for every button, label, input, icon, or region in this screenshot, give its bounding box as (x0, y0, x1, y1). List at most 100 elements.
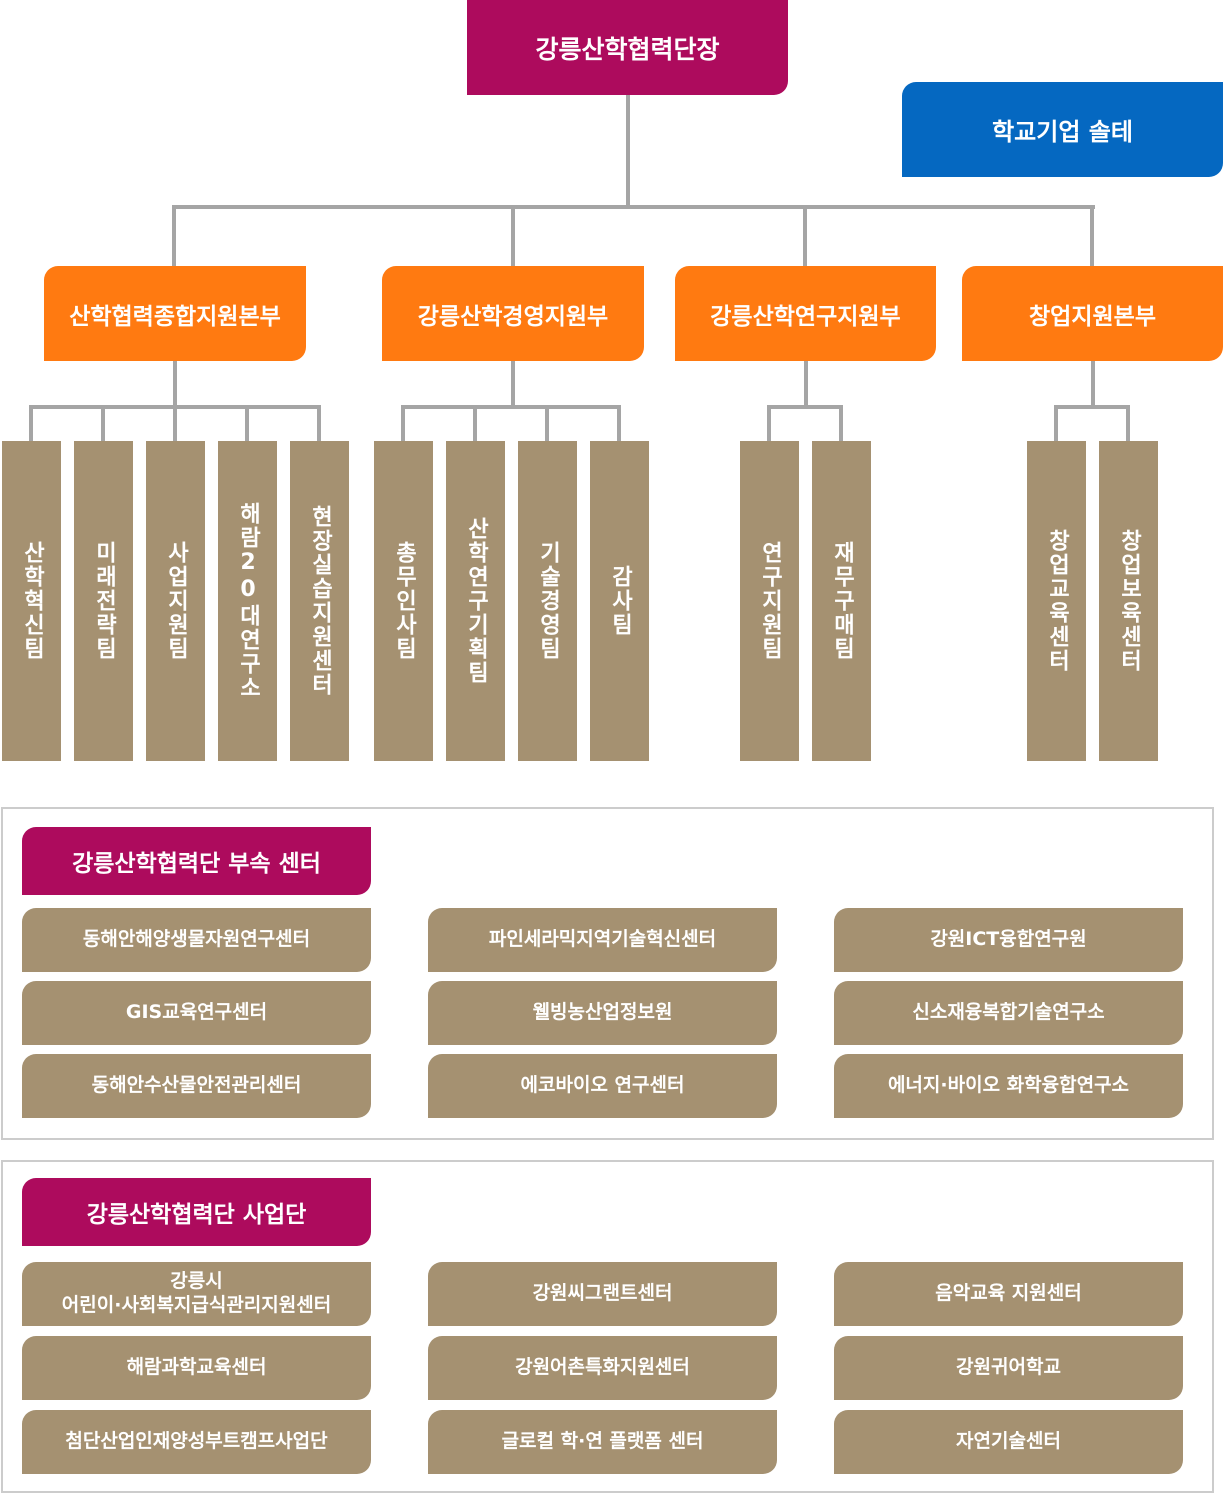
team-box[interactable]: 미래전략팀 (74, 441, 133, 761)
division-label: 창업지원본부 (1029, 303, 1156, 330)
connector-line (1090, 205, 1094, 267)
division-box[interactable]: 강릉산학경영지원부 (382, 266, 644, 361)
school-enterprise-box[interactable]: 학교기업 솔테 (902, 82, 1223, 177)
team-box[interactable]: 창업교육센터 (1027, 441, 1086, 761)
project-item[interactable]: 강릉시 어린이·사회복지급식관리지원센터 (22, 1262, 371, 1326)
team-label: 창업보육센터 (1116, 529, 1142, 673)
team-box[interactable]: 연구지원팀 (740, 441, 799, 761)
connector-line (1126, 405, 1130, 442)
item-label: 강원씨그랜트센터 (532, 1282, 673, 1305)
division-box[interactable]: 창업지원본부 (962, 266, 1223, 361)
project-item[interactable]: 첨단산업인재양성부트캠프사업단 (22, 1410, 371, 1474)
team-box[interactable]: 현장실습지원센터 (290, 441, 349, 761)
connector-line (401, 405, 621, 409)
school-enterprise-label: 학교기업 솔테 (992, 118, 1133, 146)
item-label: 신소재융복합기술연구소 (912, 1001, 1105, 1024)
connector-line (173, 361, 177, 408)
item-label: 강릉시 어린이·사회복지급식관리지원센터 (61, 1270, 332, 1316)
connector-line (401, 405, 405, 442)
project-item[interactable]: 글로컬 학·연 플랫폼 센터 (428, 1410, 777, 1474)
connector-line (803, 205, 807, 267)
team-label: 해람20대연구소 (235, 502, 261, 700)
item-label: 에코바이오 연구센터 (520, 1074, 685, 1097)
team-label: 미래전략팀 (91, 541, 117, 661)
team-box[interactable]: 감사팀 (590, 441, 649, 761)
team-box[interactable]: 사업지원팀 (146, 441, 205, 761)
item-label: 첨단산업인재양성부트캠프사업단 (65, 1430, 328, 1453)
team-label: 감사팀 (607, 565, 633, 637)
division-box[interactable]: 강릉산학연구지원부 (675, 266, 936, 361)
connector-line (804, 361, 808, 408)
center-item[interactable]: 파인세라믹지역기술혁신센터 (428, 908, 777, 972)
item-label: 파인세라믹지역기술혁신센터 (488, 928, 717, 951)
item-label: 동해안수산물안전관리센터 (91, 1074, 302, 1097)
team-box[interactable]: 기술경영팀 (518, 441, 577, 761)
connector-line (317, 405, 321, 442)
connector-line (172, 205, 176, 267)
connector-line (29, 405, 33, 442)
division-box[interactable]: 산학협력종합지원본부 (44, 266, 306, 361)
connector-line (1054, 405, 1058, 442)
item-label: 강원ICT융합연구원 (930, 928, 1087, 951)
director-label: 강릉산학협력단장 (535, 34, 720, 64)
project-item[interactable]: 강원귀어학교 (834, 1336, 1183, 1400)
projects-header: 강릉산학협력단 사업단 (22, 1178, 371, 1246)
connector-line (173, 405, 177, 442)
connector-line (511, 205, 515, 267)
division-label: 산학협력종합지원본부 (69, 303, 281, 330)
team-box[interactable]: 산학혁신팀 (2, 441, 61, 761)
team-box[interactable]: 총무인사팀 (374, 441, 433, 761)
item-label: 웰빙농산업정보원 (532, 1001, 673, 1024)
connector-line (1091, 361, 1095, 408)
project-item[interactable]: 해람과학교육센터 (22, 1336, 371, 1400)
center-item[interactable]: 동해안수산물안전관리센터 (22, 1054, 371, 1118)
item-label: 음악교육 지원센터 (935, 1282, 1082, 1305)
team-label: 현장실습지원센터 (307, 505, 333, 697)
affiliated-centers-title: 강릉산학협력단 부속 센터 (72, 851, 321, 877)
division-label: 강릉산학연구지원부 (710, 303, 901, 330)
connector-line (172, 205, 1095, 209)
item-label: 강원어촌특화지원센터 (515, 1356, 690, 1379)
director-box[interactable]: 강릉산학협력단장 (467, 0, 788, 95)
projects-section (1, 1160, 1214, 1493)
center-item[interactable]: 강원ICT융합연구원 (834, 908, 1183, 972)
affiliated-centers-header: 강릉산학협력단 부속 센터 (22, 827, 371, 895)
connector-line (617, 405, 621, 442)
center-item[interactable]: 에코바이오 연구센터 (428, 1054, 777, 1118)
item-label: 글로컬 학·연 플랫폼 센터 (501, 1430, 704, 1453)
connector-line (101, 405, 105, 442)
team-box[interactable]: 재무구매팀 (812, 441, 871, 761)
connector-line (626, 95, 630, 208)
connector-line (473, 405, 477, 442)
affiliated-centers-section (1, 807, 1214, 1140)
item-label: 해람과학교육센터 (126, 1356, 267, 1379)
team-label: 재무구매팀 (829, 541, 855, 661)
center-item[interactable]: 신소재융복합기술연구소 (834, 981, 1183, 1045)
center-item[interactable]: 동해안해양생물자원연구센터 (22, 908, 371, 972)
division-label: 강릉산학경영지원부 (417, 303, 609, 330)
center-item[interactable]: GIS교육연구센터 (22, 981, 371, 1045)
project-item[interactable]: 음악교육 지원센터 (834, 1262, 1183, 1326)
project-item[interactable]: 강원씨그랜트센터 (428, 1262, 777, 1326)
project-item[interactable]: 자연기술센터 (834, 1410, 1183, 1474)
item-label: GIS교육연구센터 (125, 1001, 268, 1024)
connector-line (767, 405, 843, 409)
team-box[interactable]: 산학연구기획팀 (446, 441, 505, 761)
team-label: 산학연구기획팀 (463, 517, 489, 685)
team-label: 연구지원팀 (757, 541, 783, 661)
connector-line (545, 405, 549, 442)
team-box[interactable]: 창업보육센터 (1099, 441, 1158, 761)
projects-title: 강릉산학협력단 사업단 (86, 1202, 307, 1228)
item-label: 강원귀어학교 (956, 1356, 1061, 1379)
connector-line (767, 405, 771, 442)
team-label: 창업교육센터 (1044, 529, 1070, 673)
center-item[interactable]: 에너지·바이오 화학융합연구소 (834, 1054, 1183, 1118)
team-label: 총무인사팀 (391, 541, 417, 661)
connector-line (245, 405, 249, 442)
center-item[interactable]: 웰빙농산업정보원 (428, 981, 777, 1045)
connector-line (511, 361, 515, 408)
team-label: 사업지원팀 (163, 541, 189, 661)
project-item[interactable]: 강원어촌특화지원센터 (428, 1336, 777, 1400)
team-box[interactable]: 해람20대연구소 (218, 441, 277, 761)
item-label: 에너지·바이오 화학융합연구소 (887, 1074, 1130, 1097)
